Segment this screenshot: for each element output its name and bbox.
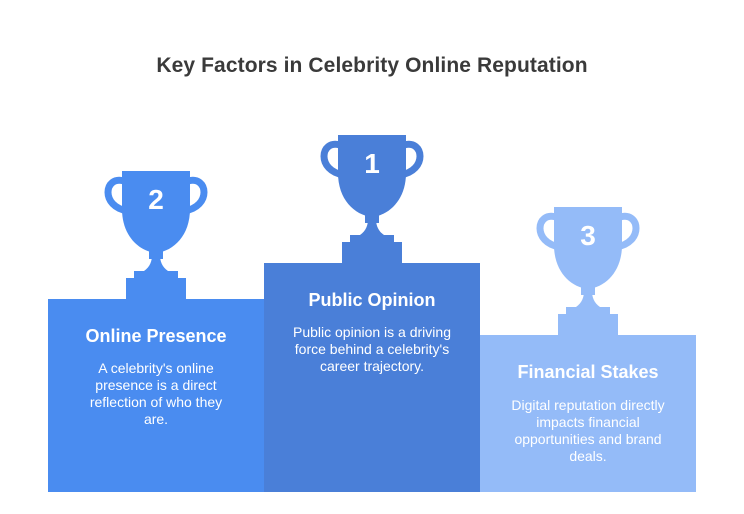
podium-heading: Financial Stakes	[517, 362, 659, 382]
podium-heading: Public Opinion	[308, 290, 436, 310]
trophy-3-icon: 3	[534, 203, 642, 335]
rank-2-label: 2	[148, 184, 164, 215]
podium-heading: Online Presence	[85, 326, 227, 346]
rank-1-label: 1	[364, 148, 380, 179]
podium-description: A celebrity's online presence is a direc…	[89, 360, 223, 427]
trophy-2-icon: 2	[102, 167, 210, 299]
rank-3-label: 3	[580, 220, 596, 251]
page-title: Key Factors in Celebrity Online Reputati…	[156, 54, 588, 77]
podium-first: Public Opinion Public opinion is a drivi…	[264, 263, 480, 492]
podium-description: Public opinion is a driving force behind…	[293, 324, 451, 374]
podium-second: Online Presence A celebrity's online pre…	[48, 299, 264, 492]
trophy-1-icon: 1	[318, 131, 426, 263]
podium-description: Digital reputation directly impacts fina…	[511, 397, 665, 464]
podium-third: Financial Stakes Digital reputation dire…	[480, 335, 696, 492]
